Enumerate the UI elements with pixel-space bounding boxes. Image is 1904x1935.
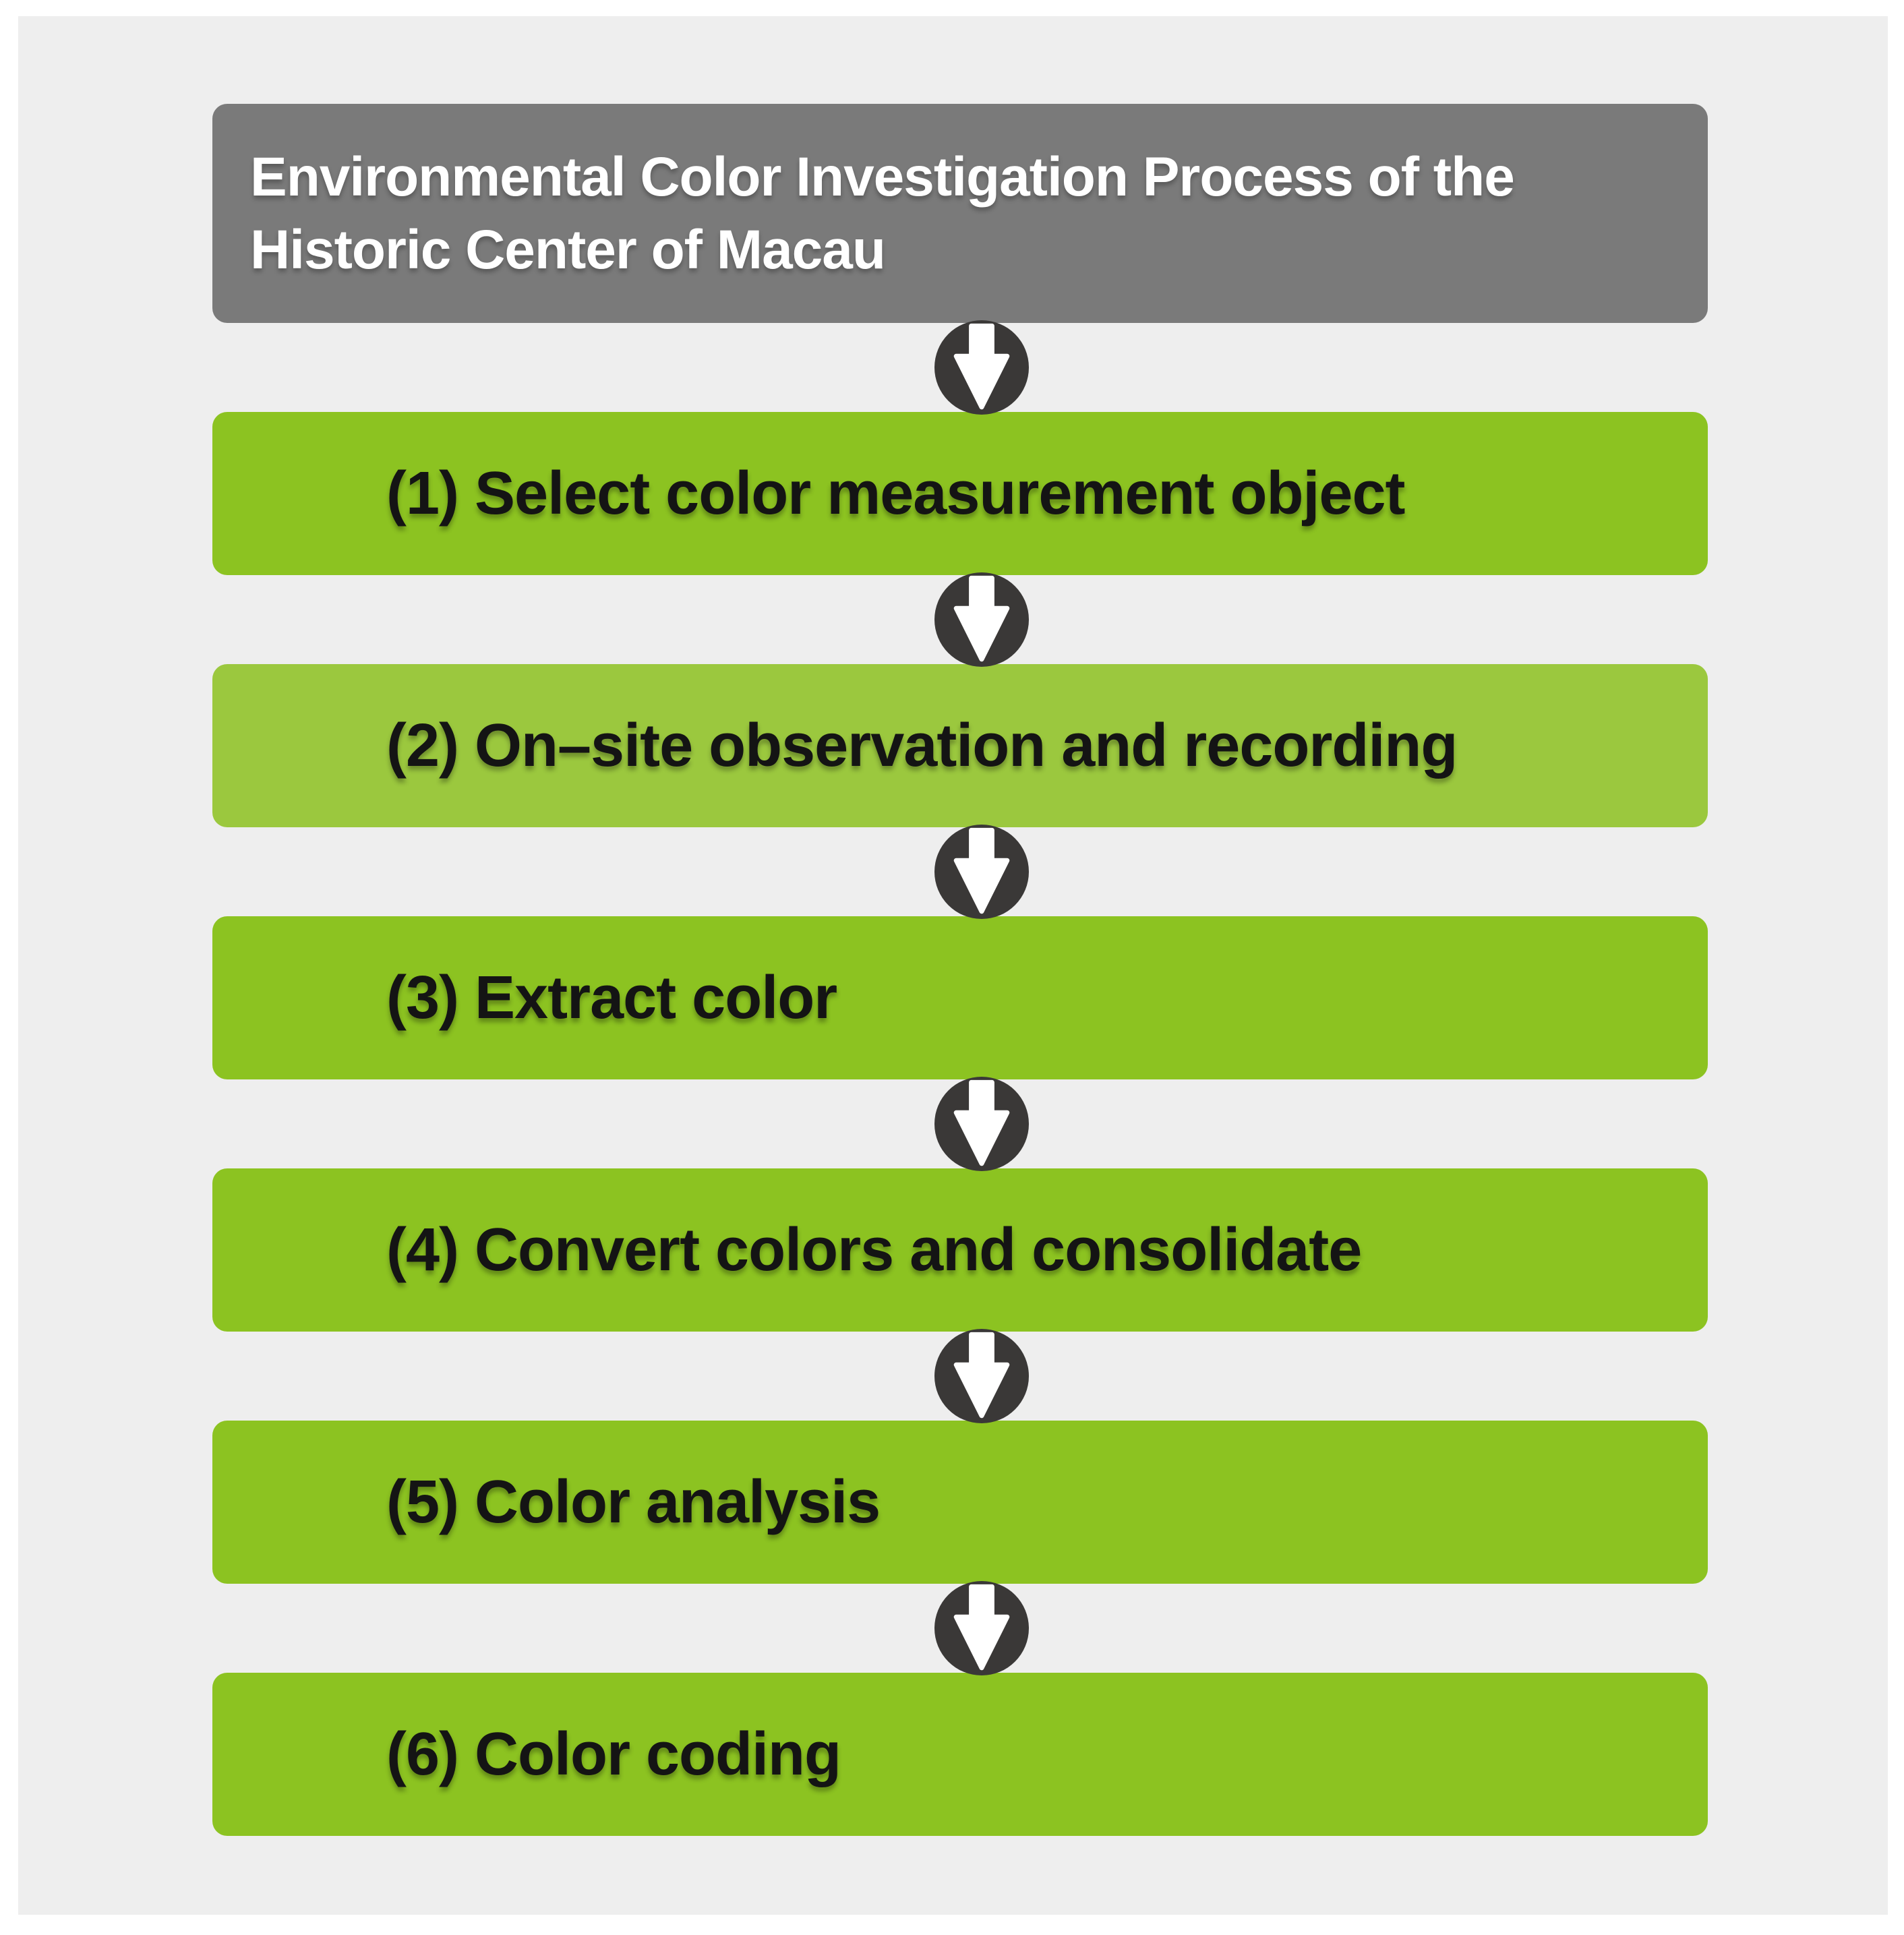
step-5-box: (5) Color analysis (212, 1421, 1708, 1584)
down-arrow-icon (934, 1329, 1029, 1423)
flow-connector-6 (212, 1581, 1708, 1675)
step-6-box: (6) Color coding (212, 1673, 1708, 1836)
flowchart-title-line1: Environmental Color Investigation Proces… (250, 146, 1515, 208)
down-arrow-icon (934, 1581, 1029, 1675)
step-4-label: (4) Convert colors and consolidate (386, 1216, 1362, 1284)
step-4-box: (4) Convert colors and consolidate (212, 1168, 1708, 1332)
flow-connector-5 (212, 1329, 1708, 1423)
flowchart-column: Environmental Color Investigation Proces… (212, 16, 1708, 1836)
flow-connector-1 (212, 320, 1708, 415)
step-1-box: (1) Select color measurement object (212, 412, 1708, 575)
step-2-box: (2) On–site observation and recording (212, 664, 1708, 827)
down-arrow-icon (934, 320, 1029, 415)
down-arrow-icon (934, 825, 1029, 919)
flowchart-title-line2: Historic Center of Macau (250, 218, 886, 280)
flow-connector-3 (212, 825, 1708, 919)
flowchart-title-box: Environmental Color Investigation Proces… (212, 104, 1708, 323)
flow-connector-4 (212, 1077, 1708, 1171)
flow-connector-2 (212, 572, 1708, 667)
step-6-label: (6) Color coding (386, 1720, 841, 1788)
flowchart-panel: Environmental Color Investigation Proces… (18, 16, 1888, 1915)
step-3-box: (3) Extract color (212, 916, 1708, 1079)
down-arrow-icon (934, 572, 1029, 667)
step-3-label: (3) Extract color (386, 963, 837, 1032)
step-1-label: (1) Select color measurement object (386, 459, 1406, 527)
step-5-label: (5) Color analysis (386, 1468, 881, 1536)
step-2-label: (2) On–site observation and recording (386, 711, 1458, 779)
down-arrow-icon (934, 1077, 1029, 1171)
